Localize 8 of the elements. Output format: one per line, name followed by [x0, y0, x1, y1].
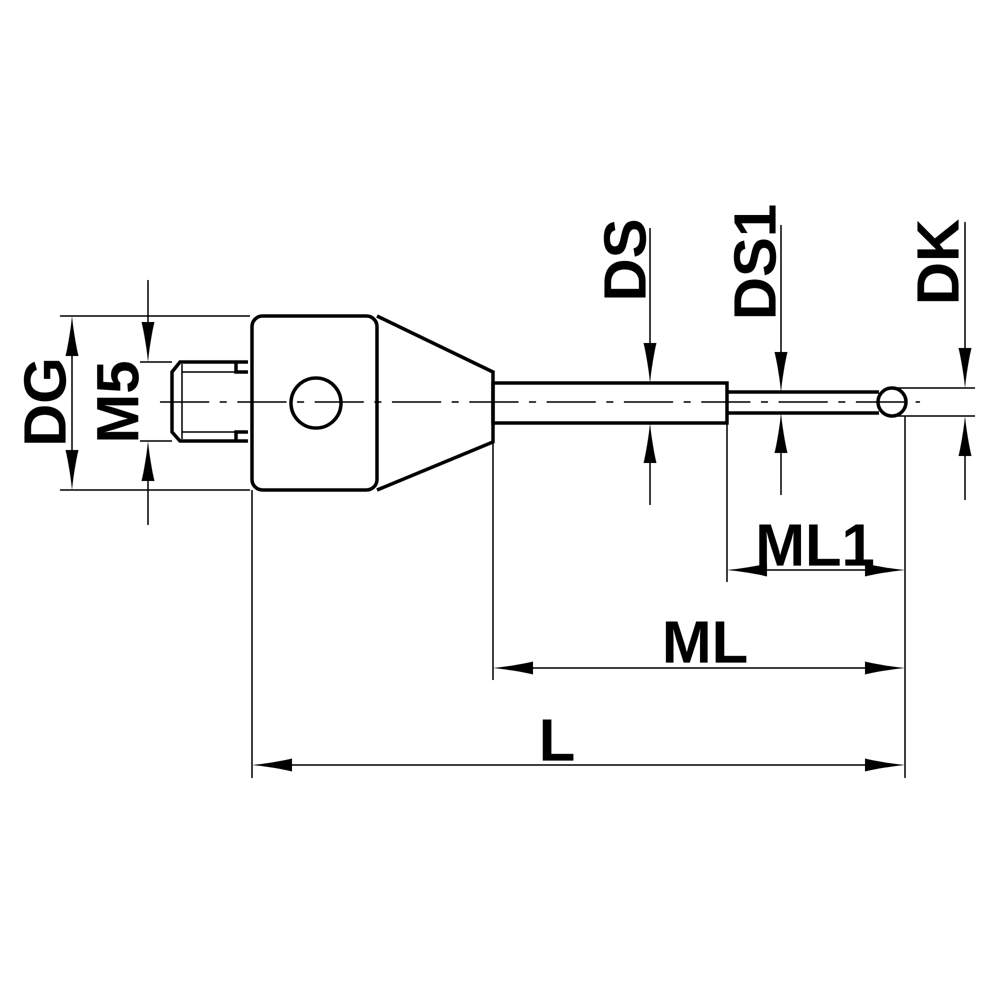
dimension-label: DS	[604, 220, 646, 298]
dimension-label: ML	[666, 621, 746, 663]
dimension-label: L	[542, 719, 574, 761]
dimension-label: DS1	[734, 206, 776, 316]
dimension-label: ML1	[759, 524, 874, 566]
dimension-label: DG	[24, 360, 66, 443]
dimension-label: M5	[97, 362, 139, 440]
dimension-label: DK	[917, 219, 959, 302]
